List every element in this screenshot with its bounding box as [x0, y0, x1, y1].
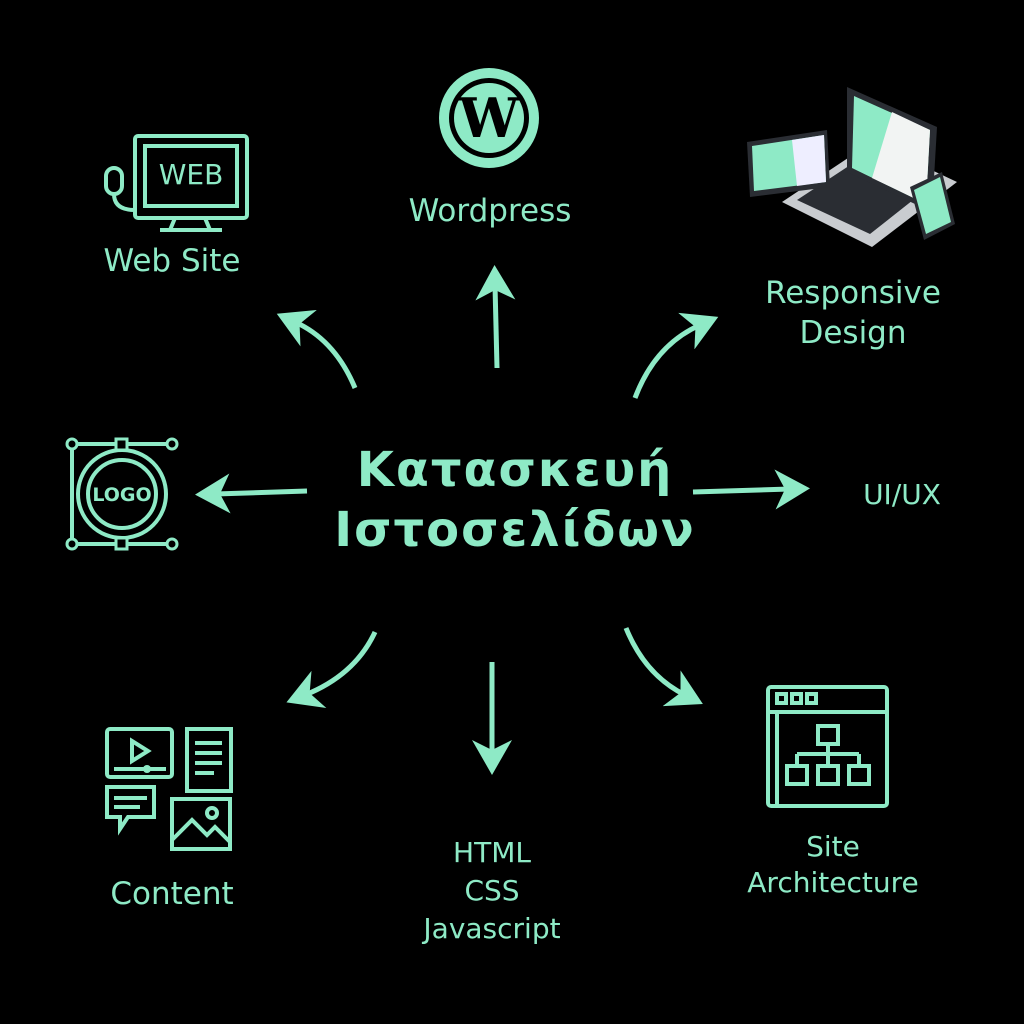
monitor-icon: WEB [104, 134, 249, 232]
site-architecture-icon [766, 685, 889, 808]
responsive-label-line1: Responsive [765, 275, 941, 311]
code-label-javascript: Javascript [423, 912, 561, 945]
wordpress-icon: W [439, 68, 539, 168]
arrow-to-responsive [632, 312, 719, 399]
content-label: Content [110, 876, 234, 912]
responsive-label: Responsive Design [743, 273, 963, 353]
code-label-html: HTML [453, 836, 531, 869]
logo-design-icon: LOGO [65, 437, 179, 551]
code-label-css: CSS [464, 874, 520, 907]
uiux-label: UI/UX [863, 478, 941, 511]
architecture-label-line2: Architecture [747, 866, 919, 899]
architecture-label-line1: Site [806, 830, 860, 863]
responsive-label-line2: Design [799, 315, 907, 351]
arrow-to-content [286, 630, 378, 708]
center-title-line1: Κατασκευή [356, 442, 674, 498]
arrow-to-architecture [623, 627, 703, 707]
architecture-label: Site Architecture [733, 829, 933, 901]
wordpress-label: Wordpress [408, 193, 572, 229]
center-title: Κατασκευή Ιστοσελίδων [300, 440, 730, 560]
center-title-line2: Ιστοσελίδων [334, 502, 696, 558]
arrow-to-logo [195, 473, 308, 514]
website-label: Web Site [103, 243, 241, 279]
content-icon [105, 727, 233, 851]
code-label: HTML CSS Javascript [392, 834, 592, 948]
svg-text:W: W [458, 86, 521, 150]
arrow-to-website [276, 309, 358, 389]
responsive-devices-image [747, 87, 957, 247]
monitor-icon-text: WEB [159, 158, 224, 191]
arrow-to-wordpress [475, 265, 516, 369]
logo-icon-text: LOGO [92, 484, 151, 506]
arrow-to-uiux [692, 469, 810, 510]
